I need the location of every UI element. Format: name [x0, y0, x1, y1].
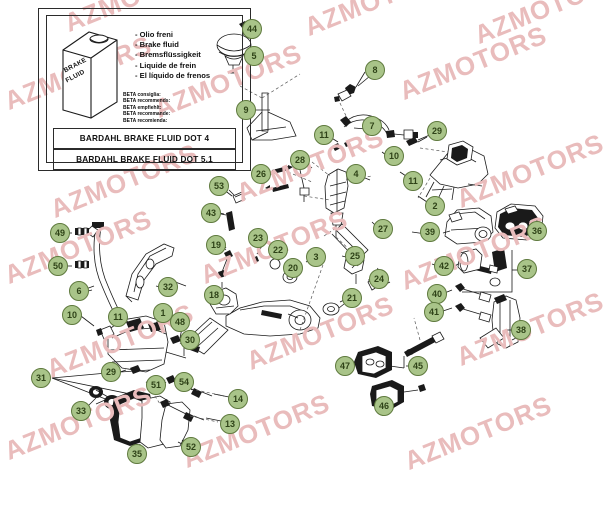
lang-de: - Bremsflüssigkeit [135, 50, 201, 60]
callout-36-caliper-piston-kit[interactable]: 36 [527, 221, 547, 241]
callout-38-bracket-support[interactable]: 38 [511, 320, 531, 340]
small-parts-left-mid [220, 189, 246, 231]
callout-31-seal-kit[interactable]: 31 [31, 368, 51, 388]
callout-11-washer-front[interactable]: 11 [108, 307, 128, 327]
brake-pedal-group [183, 261, 345, 356]
fluid-dot51-label: BARDAHL BRAKE FLUID DOT 5.1 [76, 155, 213, 164]
pedal-pivot-group [209, 241, 239, 315]
callout-27-nut[interactable]: 27 [373, 219, 393, 239]
brake-lever-group [125, 243, 187, 303]
fluid-dot4-row: BARDAHL BRAKE FLUID DOT 4 [53, 128, 236, 149]
rear-caliper-body-group [442, 207, 494, 245]
beta-it: BETA consiglia: [123, 92, 161, 98]
callout-30-bleed-nipple[interactable]: 30 [180, 330, 200, 350]
callout-20-washer-pedal[interactable]: 20 [283, 258, 303, 278]
callout-48-pad-retaining-pin[interactable]: 48 [170, 312, 190, 332]
callout-11-washer-upper[interactable]: 11 [314, 125, 334, 145]
callout-2-rear-caliper-bracket[interactable]: 2 [425, 196, 445, 216]
callout-25-push-rod[interactable]: 25 [345, 246, 365, 266]
reservoir-bracket-group [239, 73, 301, 141]
language-list: - Olio freni - Brake fluid - Bremsflüssi… [135, 30, 210, 81]
callout-54-pin-clip[interactable]: 54 [174, 372, 194, 392]
lang-fr: - Liquide de frein [135, 60, 197, 70]
callout-24-clevis[interactable]: 24 [369, 269, 389, 289]
callout-19-pedal-pin[interactable]: 19 [206, 235, 226, 255]
legend-inner-border: BRAKE FLUID - Olio freni - Brake fluid -… [46, 15, 243, 170]
callout-29-bleed-screw[interactable]: 29 [427, 121, 447, 141]
callout-46-rear-brake-pads[interactable]: 46 [374, 396, 394, 416]
beta-fr: BETA recommande: [123, 111, 171, 118]
callout-10-union-bolt-front[interactable]: 10 [62, 305, 82, 325]
callout-35-brake-pads-front[interactable]: 35 [127, 444, 147, 464]
beta-de: BETA empfiehlt: [123, 104, 162, 111]
callout-7-brake-hose-rear[interactable]: 7 [362, 116, 382, 136]
callout-29-bleed-screw-front[interactable]: 29 [101, 362, 121, 382]
pin-clip-group [265, 165, 331, 202]
fluid-dot51-row: BARDAHL BRAKE FLUID DOT 5.1 [53, 149, 236, 170]
beta-en: BETA recommends: [123, 98, 171, 105]
callout-10-union-bolt[interactable]: 10 [384, 146, 404, 166]
callout-33-piston-seal[interactable]: 33 [71, 401, 91, 421]
callout-14-pad-pin-upper[interactable]: 14 [228, 389, 248, 409]
rear-hose-group [332, 71, 428, 151]
spacer-and-bolts-group [451, 248, 492, 323]
callout-37-pad-pin-kit[interactable]: 37 [517, 259, 537, 279]
callout-18-pedal-bracket[interactable]: 18 [204, 285, 224, 305]
callout-8-banjo-bolt[interactable]: 8 [365, 60, 385, 80]
callout-13-pad-pin-lower[interactable]: 13 [220, 414, 240, 434]
callout-39-rear-caliper-body[interactable]: 39 [420, 222, 440, 242]
callout-50-hose-clamp-lower[interactable]: 50 [48, 256, 68, 276]
callout-1-front-caliper[interactable]: 1 [153, 303, 173, 323]
callout-42-spacer[interactable]: 42 [434, 256, 454, 276]
beta-recommends-list: BETA consiglia: BETA recommends: BETA em… [123, 92, 170, 124]
callout-11-washer-right[interactable]: 11 [403, 171, 423, 191]
callout-44-reservoir-cap[interactable]: 44 [242, 19, 262, 39]
callout-22-bushing[interactable]: 22 [268, 240, 288, 260]
pad-pin-kit-group [462, 248, 518, 293]
rear-master-cylinder-group [311, 161, 373, 253]
callout-9-reservoir-bracket[interactable]: 9 [236, 100, 256, 120]
brake-fluid-can-icon [62, 31, 118, 119]
fluid-dot4-label: BARDAHL BRAKE FLUID DOT 4 [79, 134, 210, 143]
callout-51-pad-spring[interactable]: 51 [146, 375, 166, 395]
callout-26-split-pin[interactable]: 26 [251, 164, 271, 184]
callout-32-brake-lever[interactable]: 32 [158, 277, 178, 297]
callout-28-spring-clip[interactable]: 28 [290, 150, 310, 170]
callout-43-rubber-pad[interactable]: 43 [201, 203, 221, 223]
callout-40-caliper-bolt-long[interactable]: 40 [427, 284, 447, 304]
callout-23-circlip[interactable]: 23 [248, 228, 268, 248]
callout-49-hose-clamp-upper[interactable]: 49 [50, 223, 70, 243]
callout-21-return-spring[interactable]: 21 [342, 288, 362, 308]
callout-3-brake-pedal[interactable]: 3 [306, 247, 326, 267]
lang-it: - Olio freni [135, 30, 173, 39]
callout-47-caliper-seal-set[interactable]: 47 [335, 356, 355, 376]
callout-45-pad-pin-rear[interactable]: 45 [408, 356, 428, 376]
callout-41-caliper-bolt-short[interactable]: 41 [424, 302, 444, 322]
beta-es: BETA recomienda: [123, 117, 168, 124]
callout-4-rear-master-cylinder[interactable]: 4 [346, 164, 366, 184]
callout-6-front-brake-hose[interactable]: 6 [69, 281, 89, 301]
callout-53-small-bracket[interactable]: 53 [209, 176, 229, 196]
lang-en: - Brake fluid [135, 40, 179, 50]
rear-caliper-bracket-group [417, 140, 489, 201]
callout-52-pad-shim[interactable]: 52 [181, 437, 201, 457]
front-caliper-group [96, 315, 200, 373]
brake-fluid-legend-box: BRAKE FLUID - Olio freni - Brake fluid -… [38, 8, 251, 171]
lang-es: - El líquido de frenos [135, 70, 211, 80]
front-brake-pads-group [110, 390, 191, 453]
callout-5-fluid-reservoir[interactable]: 5 [244, 46, 264, 66]
